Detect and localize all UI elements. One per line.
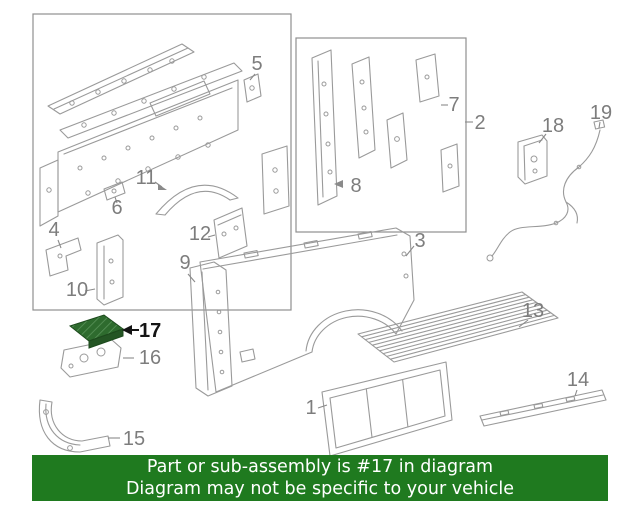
callout-16: 16 [139,347,161,369]
leader-lines [57,73,601,439]
callout-2: 2 [474,112,485,134]
callout-10: 10 [66,279,88,301]
support-bracket [38,399,111,453]
cab-panel-group-box [32,13,292,311]
bed-inner-panel [189,261,233,397]
cab-back-panel-assembly [39,43,290,306]
callout-5: 5 [251,53,262,75]
callout-17-highlighted: 17 [139,320,161,342]
callout-14: 14 [567,369,589,391]
highlight-banner: Part or sub-assembly is #17 in diagram D… [32,455,608,501]
callout-19: 19 [590,102,612,124]
tailgate-panel [321,361,453,457]
callout-4: 4 [48,219,59,241]
banner-line2: Diagram may not be specific to your vehi… [125,479,515,499]
callout-1: 1 [305,397,316,419]
banner-line1: Part or sub-assembly is #17 in diagram [146,457,494,477]
callout-3: 3 [414,230,425,252]
callout-12: 12 [189,223,211,245]
callout-8: 8 [350,175,361,197]
callout-15: 15 [123,428,145,450]
rear-cross-sill [479,389,607,427]
highlighted-part-17 [68,314,125,349]
callout-11: 11 [136,167,157,189]
pillar-assembly [311,49,460,206]
bed-floor-panel [357,291,559,363]
callout-18: 18 [542,115,564,137]
callout-6: 6 [111,197,122,219]
pillar-group-box [295,37,467,233]
wiring-harness [486,119,606,262]
callout-9: 9 [179,252,190,274]
bed-side-panel [199,227,415,393]
callout-7: 7 [448,94,459,116]
filler-bracket [517,134,548,185]
callout-13: 13 [522,300,544,322]
